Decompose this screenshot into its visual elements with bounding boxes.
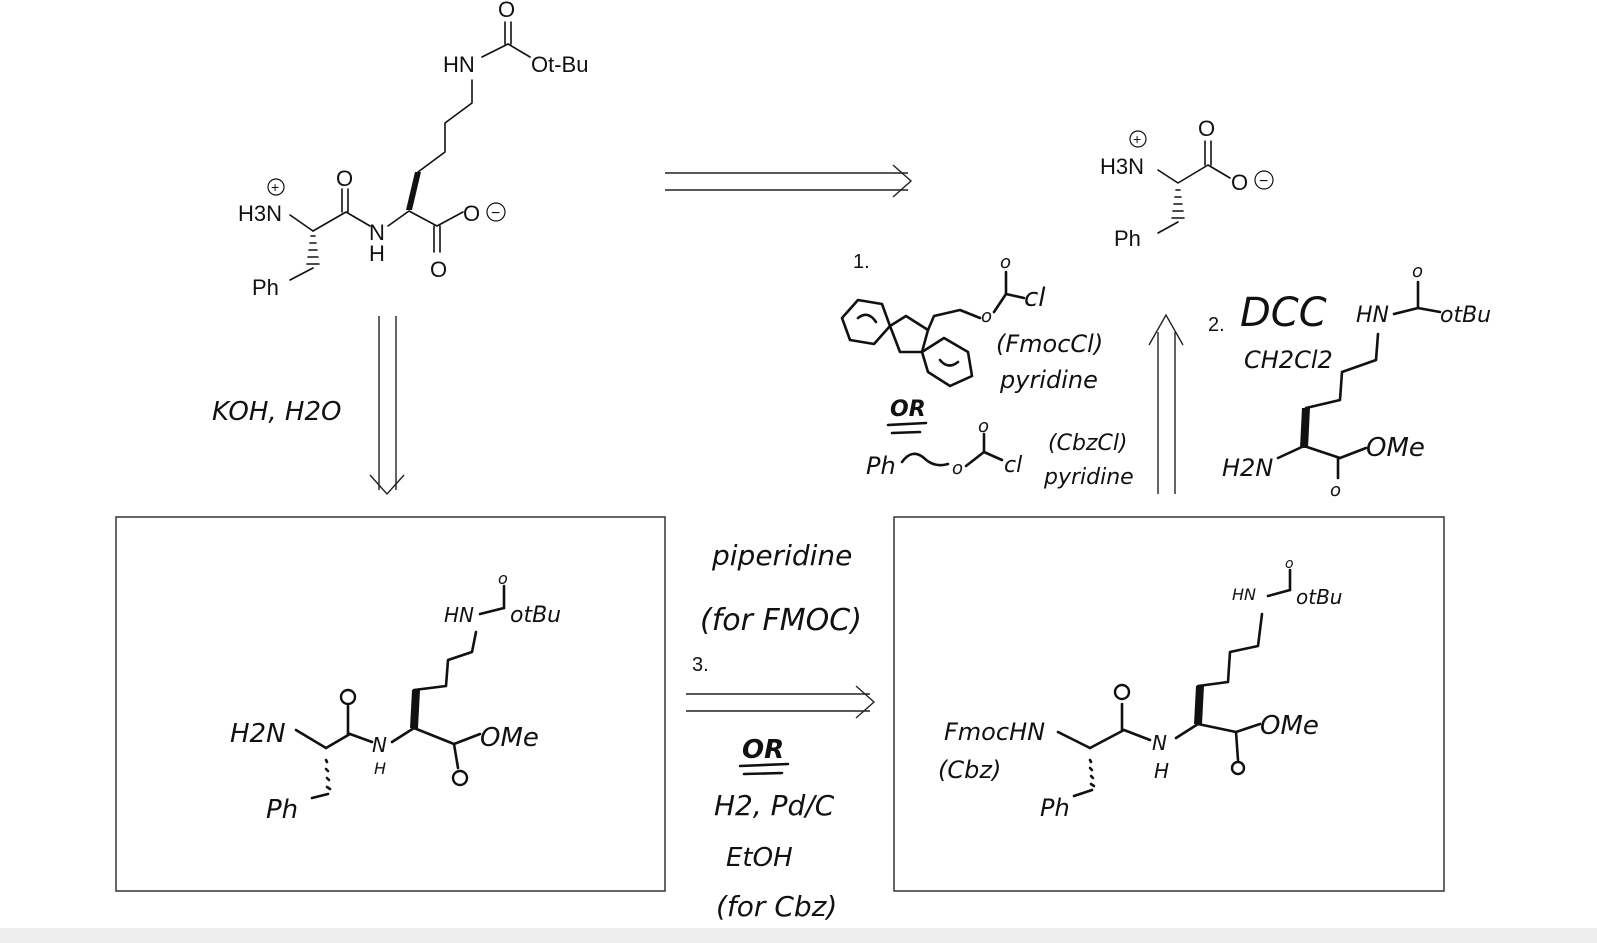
negative-charge-icon: [486, 202, 506, 222]
box2-otbu-label: otBu: [1296, 585, 1342, 609]
box1-ome-label: OMe: [480, 723, 539, 753]
cbz-phenyl-label: Ph: [866, 452, 896, 480]
svg-text:+: +: [271, 179, 279, 195]
or-label-2: OR: [742, 735, 784, 765]
lysine-wedge: [406, 172, 421, 210]
svg-text:−: −: [491, 205, 500, 222]
etoh-label: EtOH: [726, 843, 793, 873]
box1-hashed-bond: [324, 758, 332, 791]
step-2-label: 2.: [1208, 314, 1225, 336]
box2-nh-label: HN: [1232, 585, 1256, 604]
lys-nh-label: HN: [1356, 303, 1389, 328]
box2-phenyl-label: Ph: [1040, 794, 1070, 822]
or-label-1: OR: [890, 397, 926, 422]
retro-arrow-down: [369, 316, 405, 496]
svg-text:−: −: [1259, 173, 1268, 190]
dcc-label: DCC: [1240, 290, 1327, 336]
cbz-chloride-structure: Ph o o cl: [866, 416, 1022, 480]
fmoc-chloride-structure: o o cl: [840, 252, 1046, 388]
box1-nh-label: HN: [444, 603, 474, 627]
lys-ome-label: OMe: [1366, 433, 1425, 463]
step-3-label: 3.: [692, 654, 709, 676]
box1-dipeptide-ester: H2N N H Ph HN o otBu OMe: [230, 569, 561, 825]
hashed-bond: [306, 235, 320, 265]
for-fmoc-label: (for FMOC): [700, 603, 862, 638]
phenyl-label: Ph: [252, 275, 279, 300]
svg-text:+: +: [1133, 131, 1141, 147]
box1-otbu-label: otBu: [510, 603, 561, 628]
boc-otbu-label: Ot-Bu: [531, 52, 588, 77]
pyridine-label-1: pyridine: [999, 366, 1098, 394]
svg-text:o: o: [1000, 252, 1011, 273]
phe-negative-charge-icon: [1254, 170, 1274, 190]
fluorene-ring-middle: [888, 314, 930, 354]
box2-protected-dipeptide: FmocHN (Cbz) N H Ph HN o otBu OMe: [938, 556, 1342, 822]
dipeptide-structure: O HN Ot-Bu O H3N + N H O: [238, 0, 588, 300]
amide-hydrogen: H: [369, 241, 385, 266]
fmoc-chloride-label: (FmocCl): [996, 330, 1103, 358]
svg-text:o: o: [1330, 480, 1341, 501]
lys-otbu-label: otBu: [1440, 303, 1491, 328]
box2-fmochn-label: FmocHN: [944, 718, 1045, 746]
carboxylate-oxygen: O: [463, 201, 480, 226]
target-intermediate-box: [115, 516, 666, 892]
box2-amide-h: H: [1154, 759, 1169, 783]
cbz-chloride-label: (CbzCl): [1048, 431, 1128, 456]
for-cbz-label: (for Cbz): [716, 890, 837, 923]
fluorene-ring-right: [920, 336, 974, 388]
phenylalanine-structure: O H3N + O − Ph: [1100, 116, 1274, 251]
boc-carbonyl-oxygen: O: [498, 0, 515, 22]
box2-cbz-label: (Cbz): [938, 756, 1001, 784]
lysine-side-chain: [417, 79, 473, 173]
positive-charge-icon: [267, 178, 285, 196]
box1-amide-h: H: [374, 759, 386, 778]
svg-text:cl: cl: [1024, 283, 1046, 313]
forward-arrow-right: [686, 685, 876, 719]
retro-arrow-right: [665, 164, 913, 198]
phe-positive-charge-icon: [1129, 130, 1147, 148]
phe-carboxylate-oxygen: O: [1231, 170, 1248, 195]
lys-amine-label: H2N: [1222, 454, 1273, 482]
svg-text:o: o: [978, 416, 989, 437]
boc-nh-label: HN: [443, 52, 475, 77]
koh-reagent-label: KOH, H2O: [212, 397, 341, 427]
phe-phenyl-label: Ph: [1114, 226, 1141, 251]
amide-nitrogen: N: [369, 220, 385, 245]
box2-ome-label: OMe: [1260, 711, 1319, 741]
svg-text:o: o: [498, 569, 508, 588]
svg-text:o: o: [1412, 261, 1423, 282]
phe-carbonyl-oxygen: O: [1198, 116, 1215, 141]
box2-amide-n: N: [1152, 731, 1167, 755]
protected-dipeptide-box: [893, 516, 1445, 892]
box1-phenyl-label: Ph: [266, 795, 298, 825]
piperidine-label: piperidine: [711, 539, 852, 572]
ammonium-label: H3N: [238, 201, 282, 226]
svg-text:o: o: [952, 458, 963, 479]
svg-text:o: o: [1285, 556, 1294, 572]
phe-ammonium-label: H3N: [1100, 154, 1144, 179]
fluorene-ring-left: [840, 298, 892, 346]
ch2cl2-label: CH2Cl2: [1244, 346, 1333, 374]
svg-text:cl: cl: [1004, 453, 1022, 478]
box2-hashed-bond: [1088, 758, 1096, 788]
step-1-label: 1.: [853, 251, 870, 273]
phe-hashed-bond: [1171, 189, 1185, 219]
box1-amide-n: N: [372, 733, 387, 757]
lysine-methyl-ester-structure: HN o otBu H2N o OMe: [1222, 261, 1491, 501]
box1-amine-label: H2N: [230, 719, 286, 749]
forward-arrow-up: [1148, 313, 1184, 494]
h2-pdc-label: H2, Pd/C: [714, 789, 835, 822]
amide-oxygen: O: [336, 166, 353, 191]
svg-text:o: o: [981, 306, 992, 327]
pyridine-label-2: pyridine: [1043, 465, 1134, 490]
carboxylate-oxygen-2: O: [430, 257, 447, 282]
bottom-scroll-strip: [0, 928, 1597, 943]
